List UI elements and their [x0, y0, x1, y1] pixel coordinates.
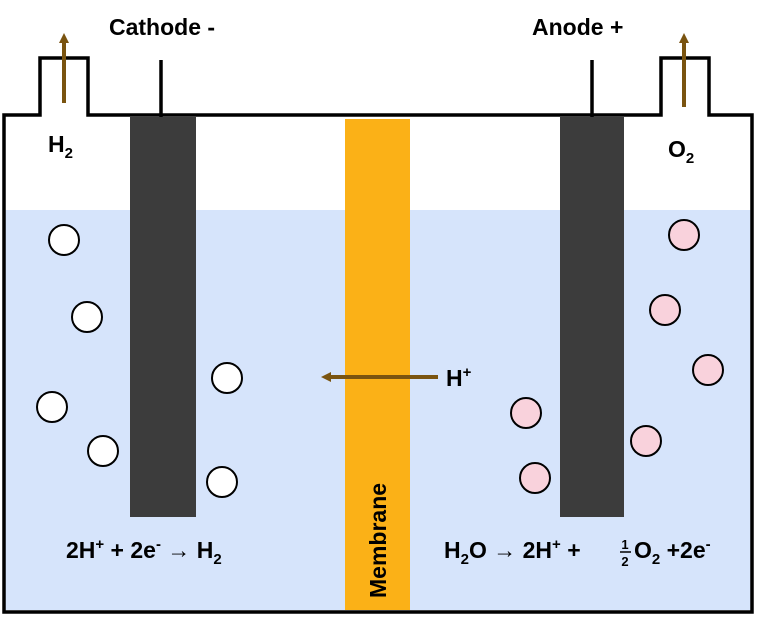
o2-bubble — [649, 294, 681, 326]
anode-label: Anode + — [532, 14, 623, 40]
half-fraction-numerator: 1 — [621, 537, 628, 552]
o2-bubble — [692, 354, 724, 386]
o2-bubble — [668, 219, 700, 251]
o2-bubble — [510, 397, 542, 429]
anode-electrode — [560, 117, 624, 517]
proton-label: H+ — [446, 364, 472, 391]
cathode-label: Cathode - — [109, 14, 215, 40]
o2-gas-label: O2 — [668, 136, 694, 167]
h2-bubble — [48, 224, 80, 256]
h2-bubbles — [36, 224, 243, 498]
h2-bubble — [87, 435, 119, 467]
o2-bubbles — [510, 219, 724, 494]
cathode-reaction: 2H+ + 2e- → H2 — [66, 536, 222, 568]
h2-bubble — [206, 466, 238, 498]
membrane — [345, 119, 410, 610]
h2-gas-label: H2 — [48, 131, 73, 162]
h2-bubble — [36, 391, 68, 423]
h2-bubble — [211, 362, 243, 394]
half-fraction-denominator: 2 — [621, 554, 628, 569]
anode-reaction-part2: O2 +2e- — [634, 536, 711, 568]
cathode-electrode — [130, 117, 196, 517]
o2-bubble — [519, 462, 551, 494]
anode-reaction-part1: H2O → 2H+ + — [444, 536, 581, 568]
h2-bubble — [71, 301, 103, 333]
tank-outline — [2, 56, 754, 614]
membrane-label: Membrane — [365, 483, 391, 598]
o2-bubble — [630, 425, 662, 457]
